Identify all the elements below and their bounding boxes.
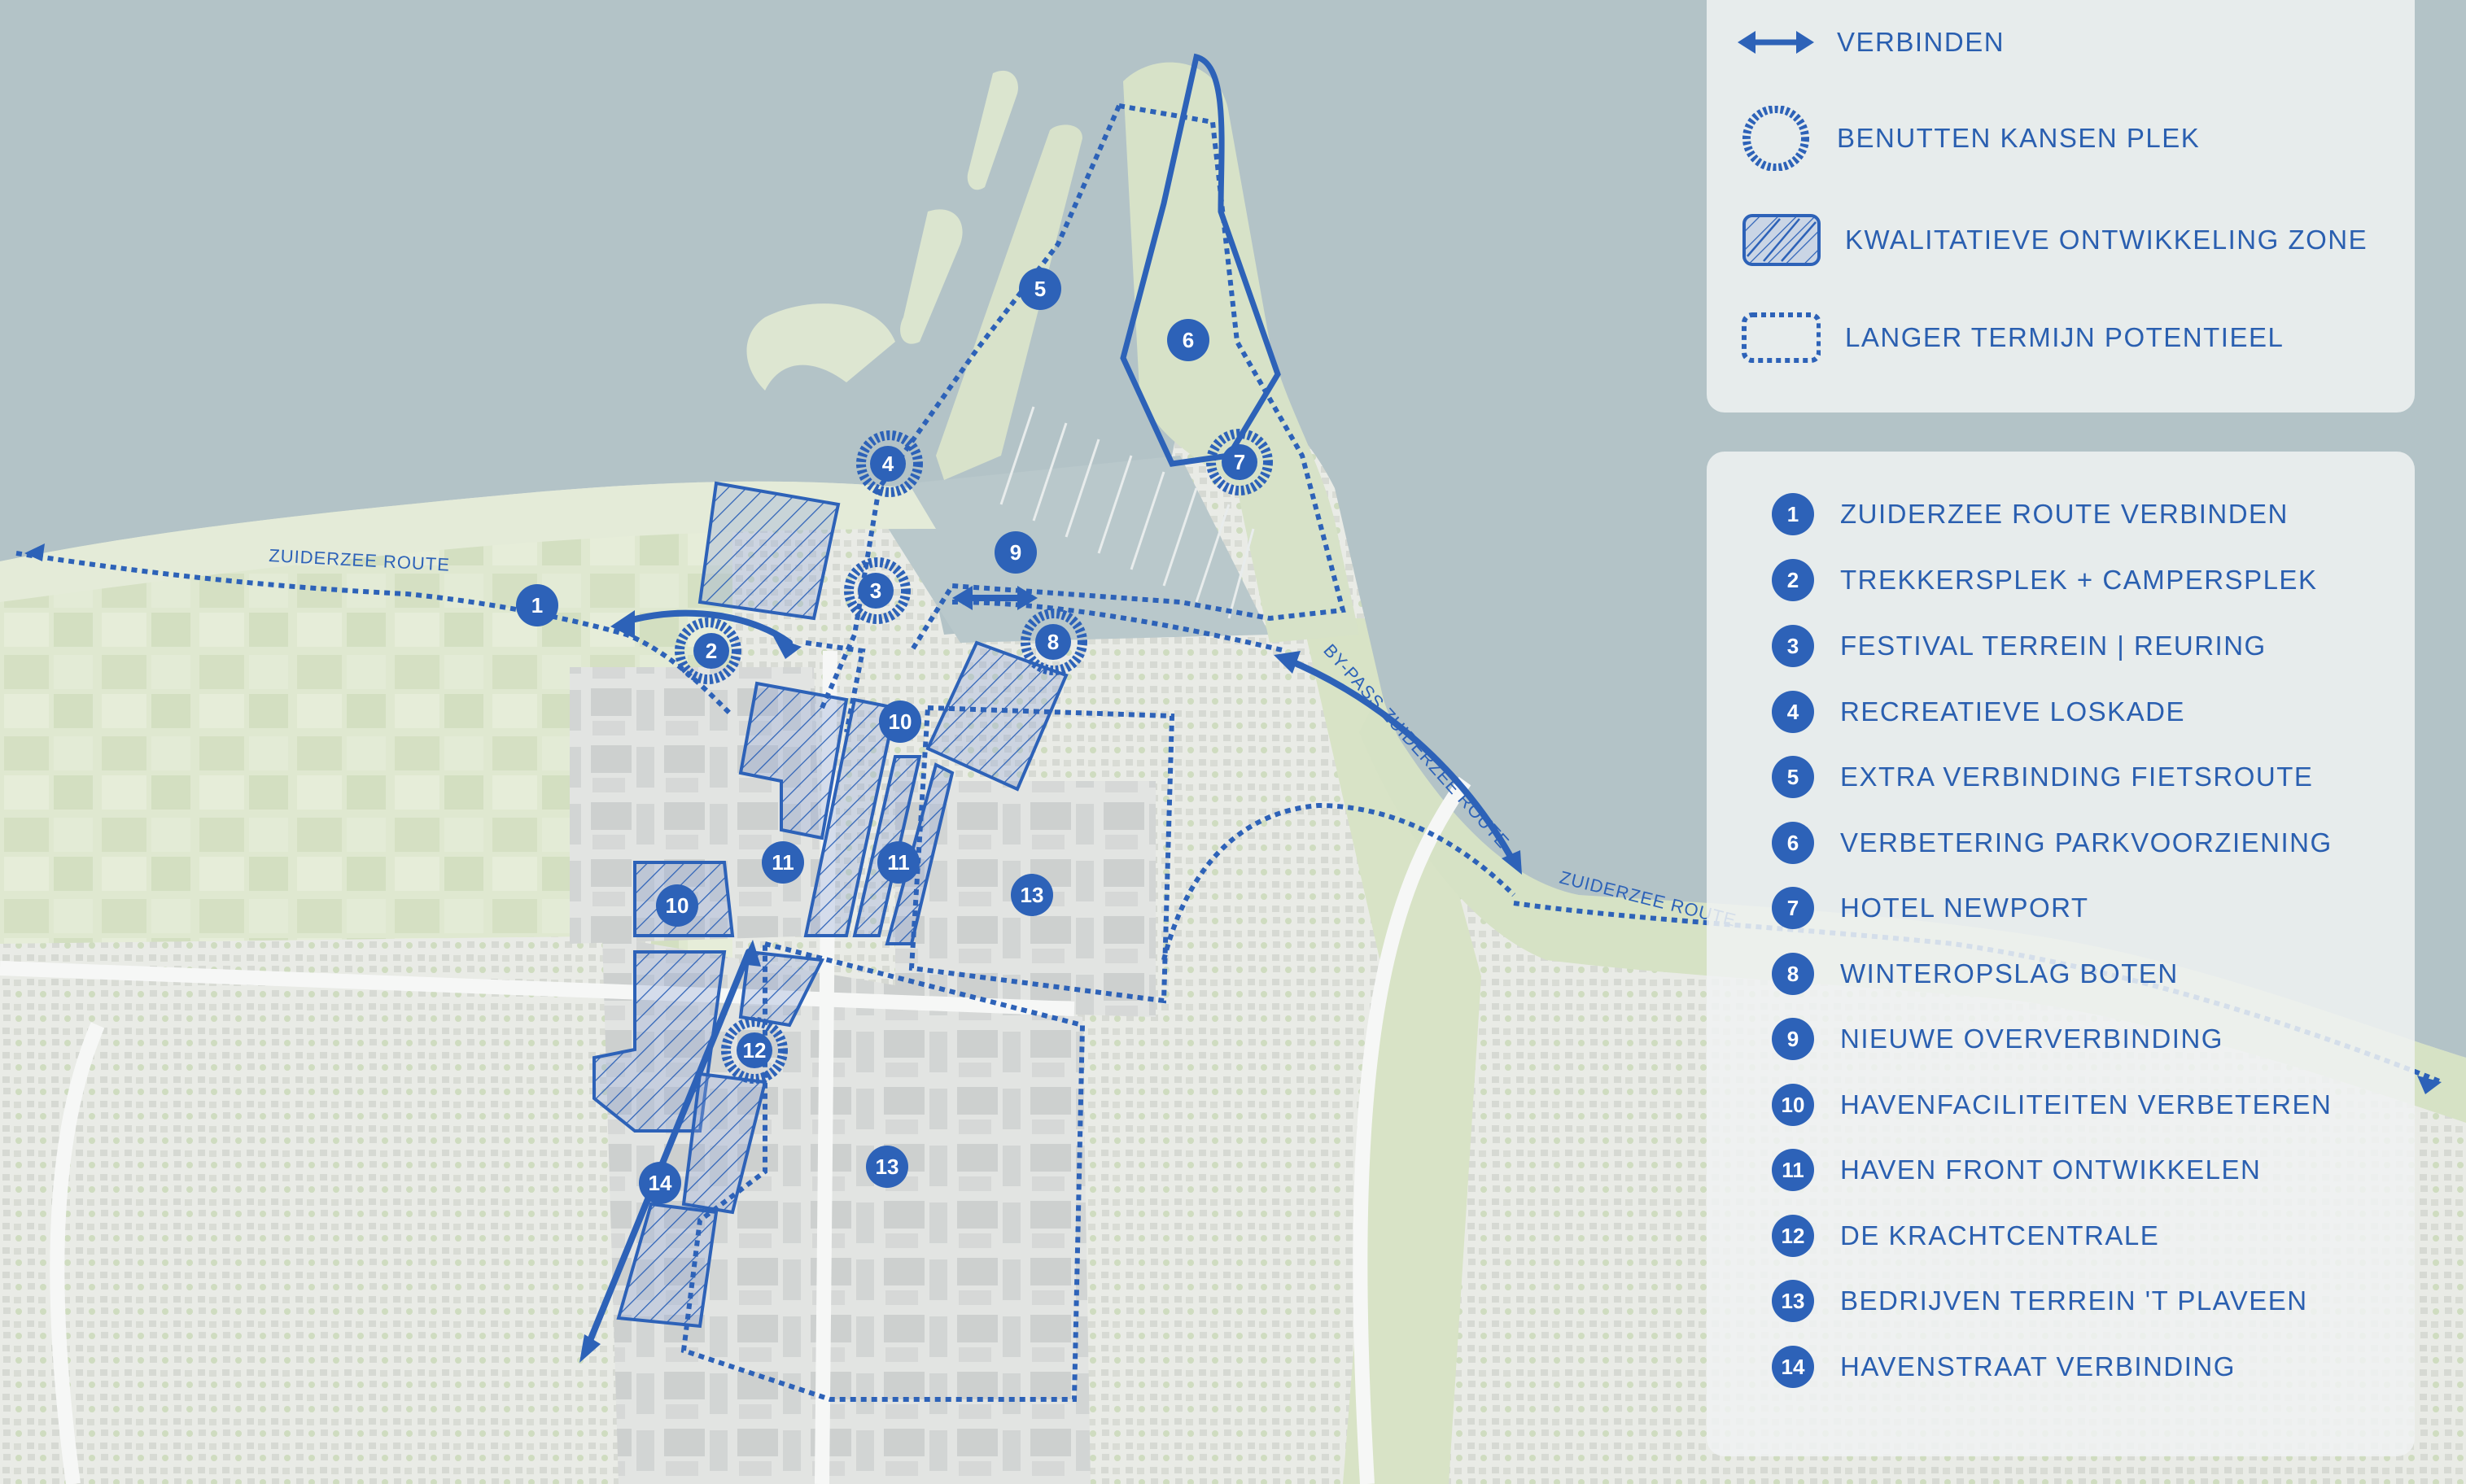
number-badge: 14 (1772, 1346, 1814, 1388)
list-item: 3 FESTIVAL TERREIN | REURING (1772, 622, 2267, 670)
legend-label: BENUTTEN KANSEN PLEK (1837, 123, 2201, 153)
map-marker[interactable]: 13 (876, 1154, 899, 1179)
list-item-label: HOTEL NEWPORT (1840, 893, 2089, 923)
number-badge: 10 (1772, 1084, 1814, 1126)
list-item: 6 VERBETERING PARKVOORZIENING (1772, 818, 2333, 867)
number-badge: 6 (1772, 822, 1814, 864)
list-item: 5 EXTRA VERBINDING FIETSROUTE (1772, 753, 2313, 801)
list-item-label: HAVENFACILITEITEN VERBETEREN (1840, 1089, 2333, 1120)
legend-label: KWALITATIEVE ONTWIKKELING ZONE (1845, 225, 2368, 255)
list-item: 4 RECREATIEVE LOSKADE (1772, 687, 2185, 736)
list-item-label: FESTIVAL TERREIN | REURING (1840, 631, 2267, 661)
legend-panel: VERBINDEN BENUTTEN KANSEN PLEK KWALITATI… (1707, 0, 2415, 412)
list-item: 14 HAVENSTRAAT VERBINDING (1772, 1342, 2236, 1391)
legend-label: LANGER TERMIJN POTENTIEEL (1845, 322, 2285, 352)
map-marker[interactable]: 6 (1183, 328, 1194, 352)
list-item: 10 HAVENFACILITEITEN VERBETEREN (1772, 1080, 2332, 1129)
list-item: 8 WINTEROPSLAG BOTEN (1772, 949, 2179, 998)
hatched-square-icon (1742, 214, 1821, 266)
list-item: 1 ZUIDERZEE ROUTE VERBINDEN (1772, 490, 2289, 539)
number-badge: 8 (1772, 953, 1814, 995)
list-item-label: BEDRIJVEN TERREIN 'T PLAVEEN (1840, 1285, 2308, 1316)
number-badge: 9 (1772, 1018, 1814, 1060)
list-item: 2 TREKKERSPLEK + CAMPERSPLEK (1772, 556, 2317, 605)
list-item: 7 HOTEL NEWPORT (1772, 884, 2089, 932)
number-badge: 13 (1772, 1280, 1814, 1322)
list-item: 12 DE KRACHTCENTRALE (1772, 1211, 2159, 1260)
legend-label: VERBINDEN (1837, 27, 2005, 57)
dotted-square-icon (1742, 312, 1821, 363)
map-marker[interactable]: 1 (531, 593, 543, 618)
number-badge: 1 (1772, 493, 1814, 535)
double-arrow-icon (1738, 31, 1814, 54)
map-marker[interactable]: 11 (887, 850, 910, 875)
list-item-label: WINTEROPSLAG BOTEN (1840, 958, 2179, 989)
number-badge: 7 (1772, 887, 1814, 929)
map-marker[interactable]: 9 (1010, 540, 1021, 565)
number-badge: 2 (1772, 559, 1814, 601)
list-item-label: HAVEN FRONT ONTWIKKELEN (1840, 1154, 2262, 1185)
list-item-label: ZUIDERZEE ROUTE VERBINDEN (1840, 499, 2289, 529)
number-badge: 3 (1772, 625, 1814, 667)
list-item-label: DE KRACHTCENTRALE (1840, 1220, 2160, 1250)
list-item-label: NIEUWE OVERVERBINDING (1840, 1024, 2223, 1054)
number-badge: 5 (1772, 756, 1814, 798)
map-marker[interactable]: 12 (743, 1038, 767, 1063)
map-marker[interactable]: 7 (1234, 450, 1245, 474)
map-marker[interactable]: 11 (772, 850, 794, 875)
map-marker[interactable]: 14 (649, 1171, 672, 1195)
map-marker[interactable]: 4 (882, 452, 894, 476)
list-item: 9 NIEUWE OVERVERBINDING (1772, 1015, 2223, 1063)
number-badge: 4 (1772, 691, 1814, 733)
list-item-label: EXTRA VERBINDING FIETSROUTE (1840, 762, 2314, 792)
map-marker[interactable]: 10 (666, 893, 689, 918)
map-marker[interactable]: 8 (1047, 630, 1059, 654)
map-marker[interactable]: 13 (1021, 883, 1044, 907)
map-marker[interactable]: 5 (1034, 277, 1046, 301)
number-badge: 11 (1772, 1149, 1814, 1191)
list-item: 11 HAVEN FRONT ONTWIKKELEN (1772, 1146, 2261, 1194)
number-badge: 12 (1772, 1215, 1814, 1257)
map-marker[interactable]: 10 (889, 709, 912, 734)
list-item-label: TREKKERSPLEK + CAMPERSPLEK (1840, 565, 2318, 595)
list-item-label: VERBETERING PARKVOORZIENING (1840, 827, 2333, 858)
projects-list-panel: 1 ZUIDERZEE ROUTE VERBINDEN 2 TREKKERSPLEK… (1707, 452, 2415, 1456)
list-item-label: HAVENSTRAAT VERBINDING (1840, 1351, 2236, 1381)
map-marker[interactable]: 2 (706, 639, 717, 663)
map-marker[interactable]: 3 (870, 578, 881, 603)
hatched-ring-icon (1742, 106, 1809, 171)
list-item-label: RECREATIEVE LOSKADE (1840, 696, 2186, 727)
list-item: 13 BEDRIJVEN TERREIN 'T PLAVEEN (1772, 1277, 2308, 1325)
